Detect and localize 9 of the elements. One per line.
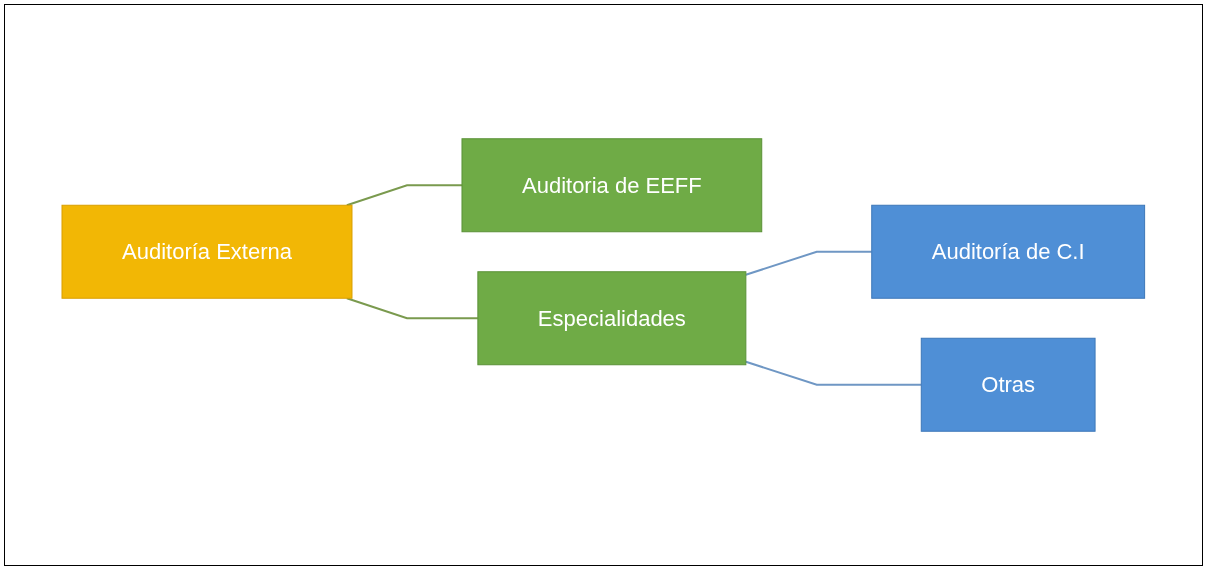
node-box: Otras	[920, 337, 1096, 432]
connector	[346, 184, 464, 207]
connector	[346, 297, 480, 320]
node-box: Especialidades	[477, 271, 747, 366]
node-box: Auditoría de C.I	[871, 204, 1146, 299]
node-box: Auditoria de EEFF	[461, 138, 763, 233]
connector	[745, 360, 923, 386]
connector	[745, 250, 873, 276]
node-box: Auditoría Externa	[61, 204, 353, 299]
